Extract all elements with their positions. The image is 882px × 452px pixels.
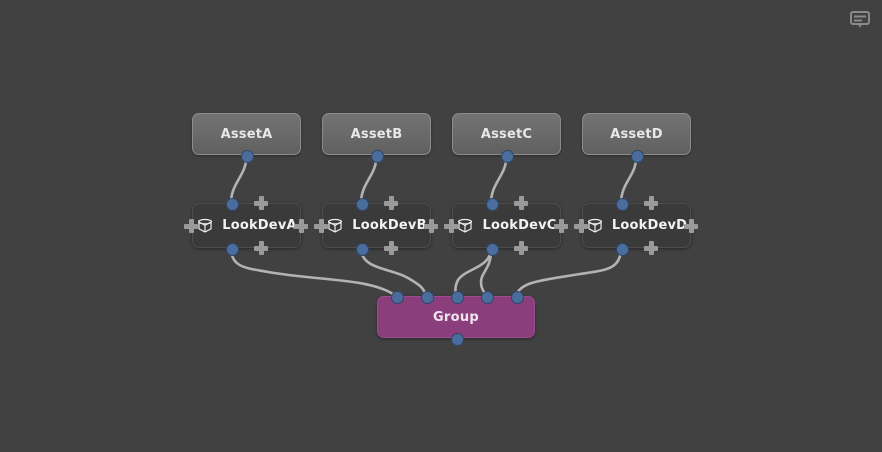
port-group-input-3[interactable] — [450, 290, 464, 304]
plus-icon-lookDevD-add-top[interactable] — [644, 196, 658, 210]
port-lookDevD-output-bottom[interactable] — [615, 242, 629, 256]
port-lookDevA-input-top[interactable] — [225, 197, 239, 211]
open-box-icon — [456, 217, 474, 235]
node-assetA[interactable]: AssetA — [192, 113, 301, 155]
port-lookDevA-output-bottom[interactable] — [225, 242, 239, 256]
plus-icon-lookDevB-add-right[interactable] — [424, 219, 438, 233]
node-assetB[interactable]: AssetB — [322, 113, 431, 155]
node-label: AssetA — [220, 126, 273, 142]
node-lookDevB[interactable]: LookDevB — [322, 203, 431, 248]
open-box-icon — [586, 217, 604, 235]
plus-icon-lookDevD-add-bottom[interactable] — [644, 241, 658, 255]
node-label: LookDevC — [482, 218, 557, 233]
plus-icon-lookDevC-add-top[interactable] — [514, 196, 528, 210]
port-assetA-output[interactable] — [240, 149, 254, 163]
port-lookDevC-input-top[interactable] — [485, 197, 499, 211]
port-group-input-2[interactable] — [420, 290, 434, 304]
port-group-input-5[interactable] — [510, 290, 524, 304]
comment-icon — [850, 11, 870, 28]
connection-wire[interactable] — [359, 246, 428, 298]
node-label: Group — [432, 309, 480, 325]
node-lookDevD[interactable]: LookDevD — [582, 203, 691, 248]
port-lookDevD-input-top[interactable] — [615, 197, 629, 211]
open-box-icon — [326, 217, 344, 235]
node-assetD[interactable]: AssetD — [582, 113, 691, 155]
port-group-output[interactable] — [450, 332, 464, 346]
connection-wire[interactable] — [454, 246, 493, 298]
connection-wire[interactable] — [229, 246, 398, 298]
port-group-input-1[interactable] — [390, 290, 404, 304]
node-lookDevC[interactable]: LookDevC — [452, 203, 561, 248]
node-label: LookDevB — [352, 218, 427, 233]
open-box-icon — [196, 217, 214, 235]
node-label: AssetC — [480, 126, 533, 142]
comment-tool-button[interactable] — [846, 7, 874, 33]
port-assetD-output[interactable] — [630, 149, 644, 163]
plus-icon-lookDevC-add-bottom[interactable] — [514, 241, 528, 255]
canvas-toolbar — [838, 0, 882, 40]
plus-icon-lookDevB-add-top[interactable] — [384, 196, 398, 210]
port-lookDevC-output-bottom[interactable] — [485, 242, 499, 256]
node-label: AssetD — [610, 126, 663, 142]
port-lookDevB-output-bottom[interactable] — [355, 242, 369, 256]
connection-wire[interactable] — [514, 246, 623, 298]
node-label: LookDevA — [222, 218, 297, 233]
port-group-input-4[interactable] — [480, 290, 494, 304]
port-lookDevB-input-top[interactable] — [355, 197, 369, 211]
plus-icon-lookDevA-add-bottom[interactable] — [254, 241, 268, 255]
node-lookDevA[interactable]: LookDevA — [192, 203, 301, 248]
plus-icon-lookDevA-add-top[interactable] — [254, 196, 268, 210]
port-assetC-output[interactable] — [500, 149, 514, 163]
port-assetB-output[interactable] — [370, 149, 384, 163]
plus-icon-lookDevA-add-left[interactable] — [184, 219, 198, 233]
node-label: LookDevD — [611, 218, 688, 233]
plus-icon-lookDevB-add-bottom[interactable] — [384, 241, 398, 255]
plus-icon-lookDevD-add-right[interactable] — [684, 219, 698, 233]
plus-icon-lookDevC-add-left[interactable] — [444, 219, 458, 233]
node-assetC[interactable]: AssetC — [452, 113, 561, 155]
plus-icon-lookDevB-add-left[interactable] — [314, 219, 328, 233]
plus-icon-lookDevD-add-left[interactable] — [574, 219, 588, 233]
node-label: AssetB — [350, 126, 403, 142]
plus-icon-lookDevA-add-right[interactable] — [294, 219, 308, 233]
plus-icon-lookDevC-add-right[interactable] — [554, 219, 568, 233]
